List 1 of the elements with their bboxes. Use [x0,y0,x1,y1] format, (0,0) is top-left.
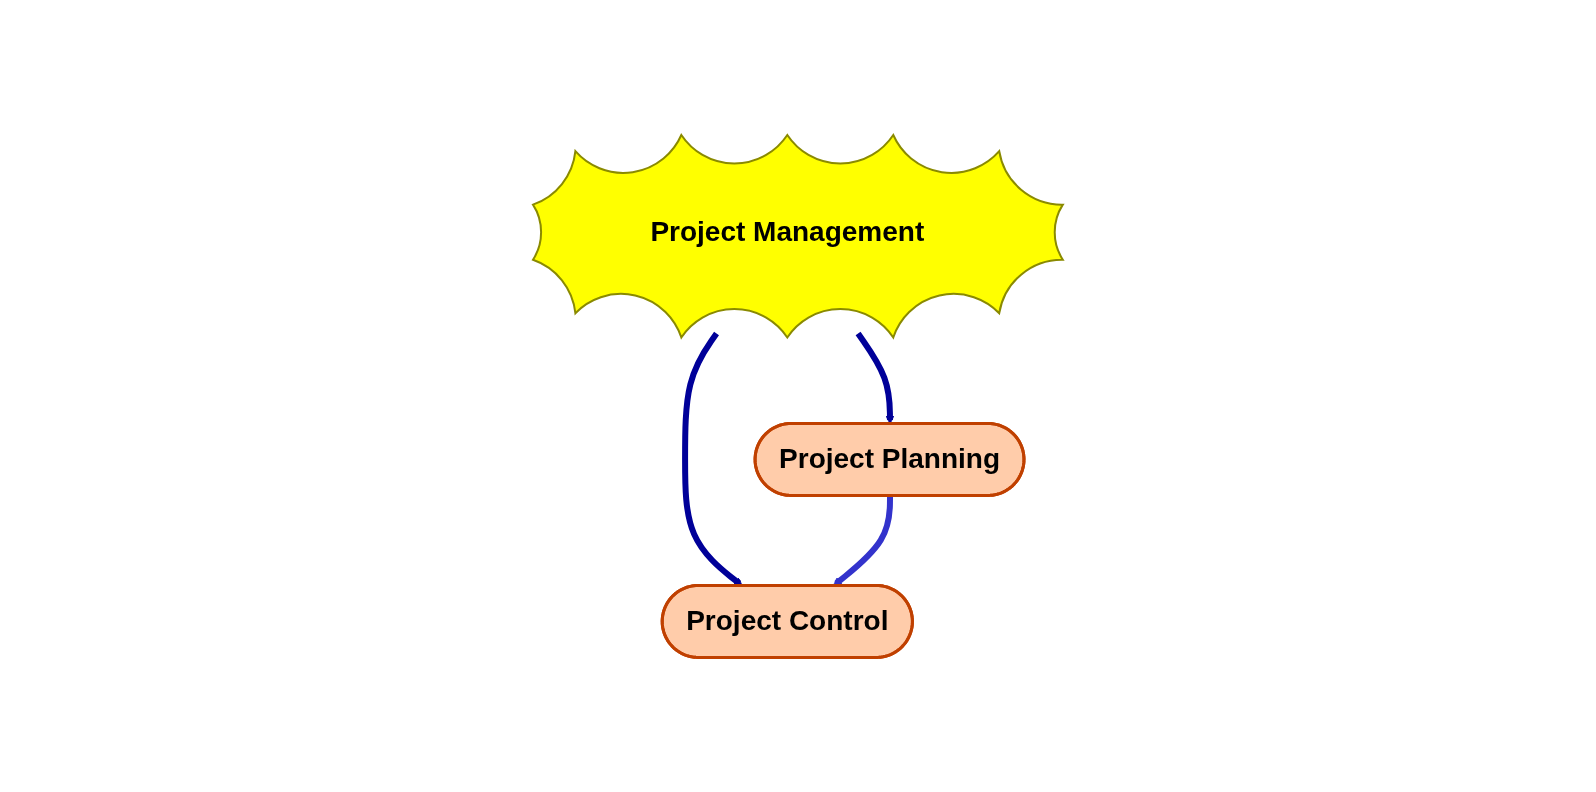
arrow [832,495,894,587]
